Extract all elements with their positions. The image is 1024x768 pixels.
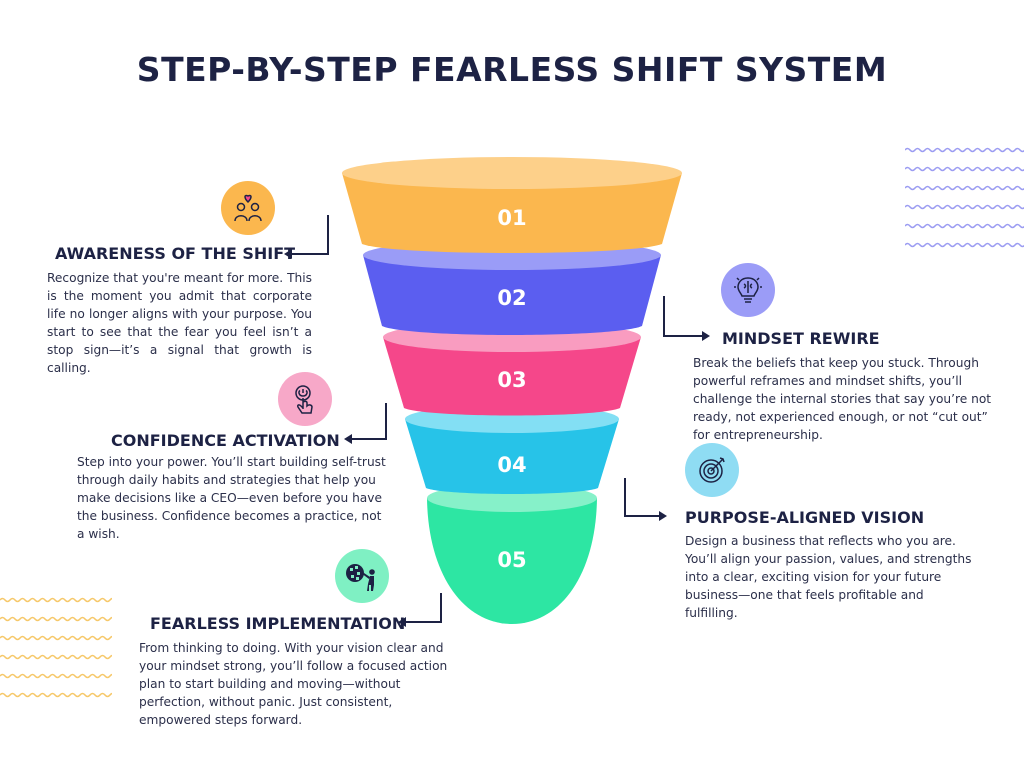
people-heart-icon [221, 181, 275, 235]
layer-label-05: 05 [497, 548, 526, 572]
wave-line [905, 185, 1024, 191]
step-3-heading: CONFIDENCE ACTIVATION [111, 431, 340, 450]
layer-label-03: 03 [497, 368, 526, 392]
step-3-text: Step into your power. You’ll start build… [77, 455, 386, 541]
wave-line [905, 242, 1024, 248]
step-2-text: Break the beliefs that keep you stuck. T… [693, 356, 992, 442]
wave-line [905, 147, 1024, 153]
step-5-heading: FEARLESS IMPLEMENTATION [150, 614, 406, 633]
step-4-heading: PURPOSE-ALIGNED VISION [685, 508, 925, 527]
page-title: STEP-BY-STEP FEARLESS SHIFT SYSTEM [136, 50, 888, 89]
wave-line [0, 673, 112, 679]
layer-label-02: 02 [497, 286, 526, 310]
funnel-diagram: 05 04 03 02 01 [342, 157, 682, 624]
arrow-step-2 [663, 296, 702, 337]
step-1-text: Recognize that you're meant for more. Th… [47, 271, 312, 375]
brain-bulb-icon [721, 263, 775, 317]
arrow-step-1 [290, 215, 329, 255]
target-icon [685, 443, 739, 497]
arrow-step-5 [404, 593, 442, 623]
wave-line [905, 204, 1024, 210]
layer-label-04: 04 [497, 453, 526, 477]
funnel-layer-01: 01 [342, 157, 682, 253]
wave-line [0, 616, 112, 622]
step-5-text: From thinking to doing. With your vision… [139, 641, 448, 727]
step-2-heading: MINDSET REWIRE [722, 329, 880, 348]
wave-pattern-bottom-left [0, 597, 112, 698]
wave-line [0, 635, 112, 641]
wave-line [905, 166, 1024, 172]
wave-line [0, 654, 112, 660]
power-touch-icon [278, 372, 332, 426]
puzzle-person-icon [335, 549, 389, 603]
arrow-step-4 [624, 478, 660, 517]
wave-line [905, 223, 1024, 229]
arrow-step-3 [350, 403, 387, 440]
wave-line [0, 597, 112, 603]
layer-label-01: 01 [497, 206, 526, 230]
step-1-heading: AWARENESS OF THE SHIFT [55, 244, 296, 263]
step-4-text: Design a business that reflects who you … [685, 534, 972, 620]
wave-pattern-top-right [905, 147, 1024, 248]
wave-line [0, 692, 112, 698]
